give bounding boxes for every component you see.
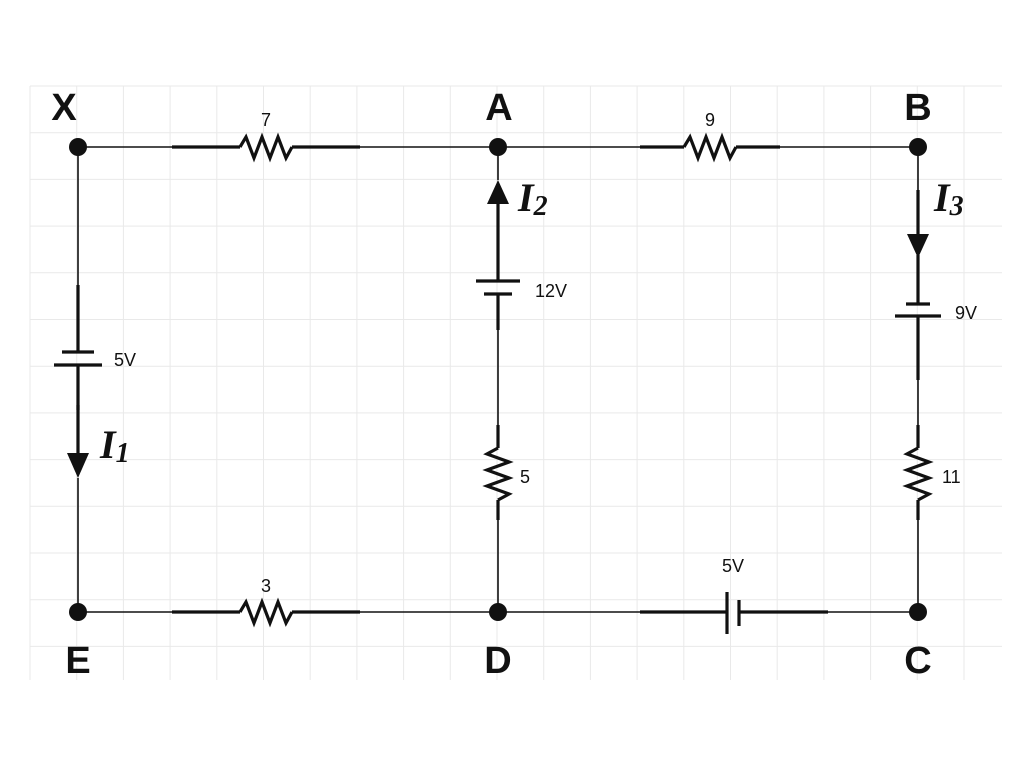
node-e-label: E xyxy=(65,640,90,682)
node-labels: X A B E D C xyxy=(51,87,931,682)
node-a-label: A xyxy=(485,87,512,129)
current-i1-label: I1 xyxy=(99,422,130,469)
battery-x-e-label: 5V xyxy=(114,350,136,370)
arrow-up-icon xyxy=(487,180,509,204)
current-i3-label: I3 xyxy=(933,175,964,222)
node-x-label: X xyxy=(51,87,77,129)
node-b-label: B xyxy=(904,87,931,129)
resistor-e-d-label: 3 xyxy=(261,576,271,596)
battery-b-c: 9V xyxy=(895,255,977,380)
arrow-down-icon xyxy=(67,453,89,478)
resistor-a-b-label: 9 xyxy=(705,110,715,130)
node-d-dot xyxy=(489,603,507,621)
resistor-a-b: 9 xyxy=(640,110,780,163)
resistor-x-a-label: 7 xyxy=(261,110,271,130)
current-i3: I3 xyxy=(907,175,964,258)
current-i2: I2 xyxy=(487,175,548,222)
current-i1: I1 xyxy=(67,405,130,478)
current-i2-label: I2 xyxy=(517,175,548,222)
node-x-dot xyxy=(69,138,87,156)
battery-a-d-label: 12V xyxy=(535,281,567,301)
resistor-a-d-label: 5 xyxy=(520,467,530,487)
resistor-b-c: 11 xyxy=(902,425,961,520)
battery-b-c-label: 9V xyxy=(955,303,977,323)
node-a-dot xyxy=(489,138,507,156)
resistor-b-c-label: 11 xyxy=(942,467,961,487)
node-c-dot xyxy=(909,603,927,621)
nodes xyxy=(69,138,927,621)
node-d-label: D xyxy=(484,640,511,682)
resistor-e-d: 3 xyxy=(172,576,360,628)
background-grid xyxy=(29,85,1002,680)
battery-a-d: 12V xyxy=(476,200,567,330)
wires xyxy=(77,146,919,613)
node-c-label: C xyxy=(904,640,931,682)
resistor-x-a: 7 xyxy=(172,110,360,163)
battery-d-c-label: 5V xyxy=(722,556,744,576)
node-b-dot xyxy=(909,138,927,156)
battery-d-c: 5V xyxy=(640,556,828,634)
battery-x-e: 5V xyxy=(54,285,136,410)
node-e-dot xyxy=(69,603,87,621)
arrow-down-icon xyxy=(907,234,929,258)
resistor-a-d: 5 xyxy=(482,425,530,520)
